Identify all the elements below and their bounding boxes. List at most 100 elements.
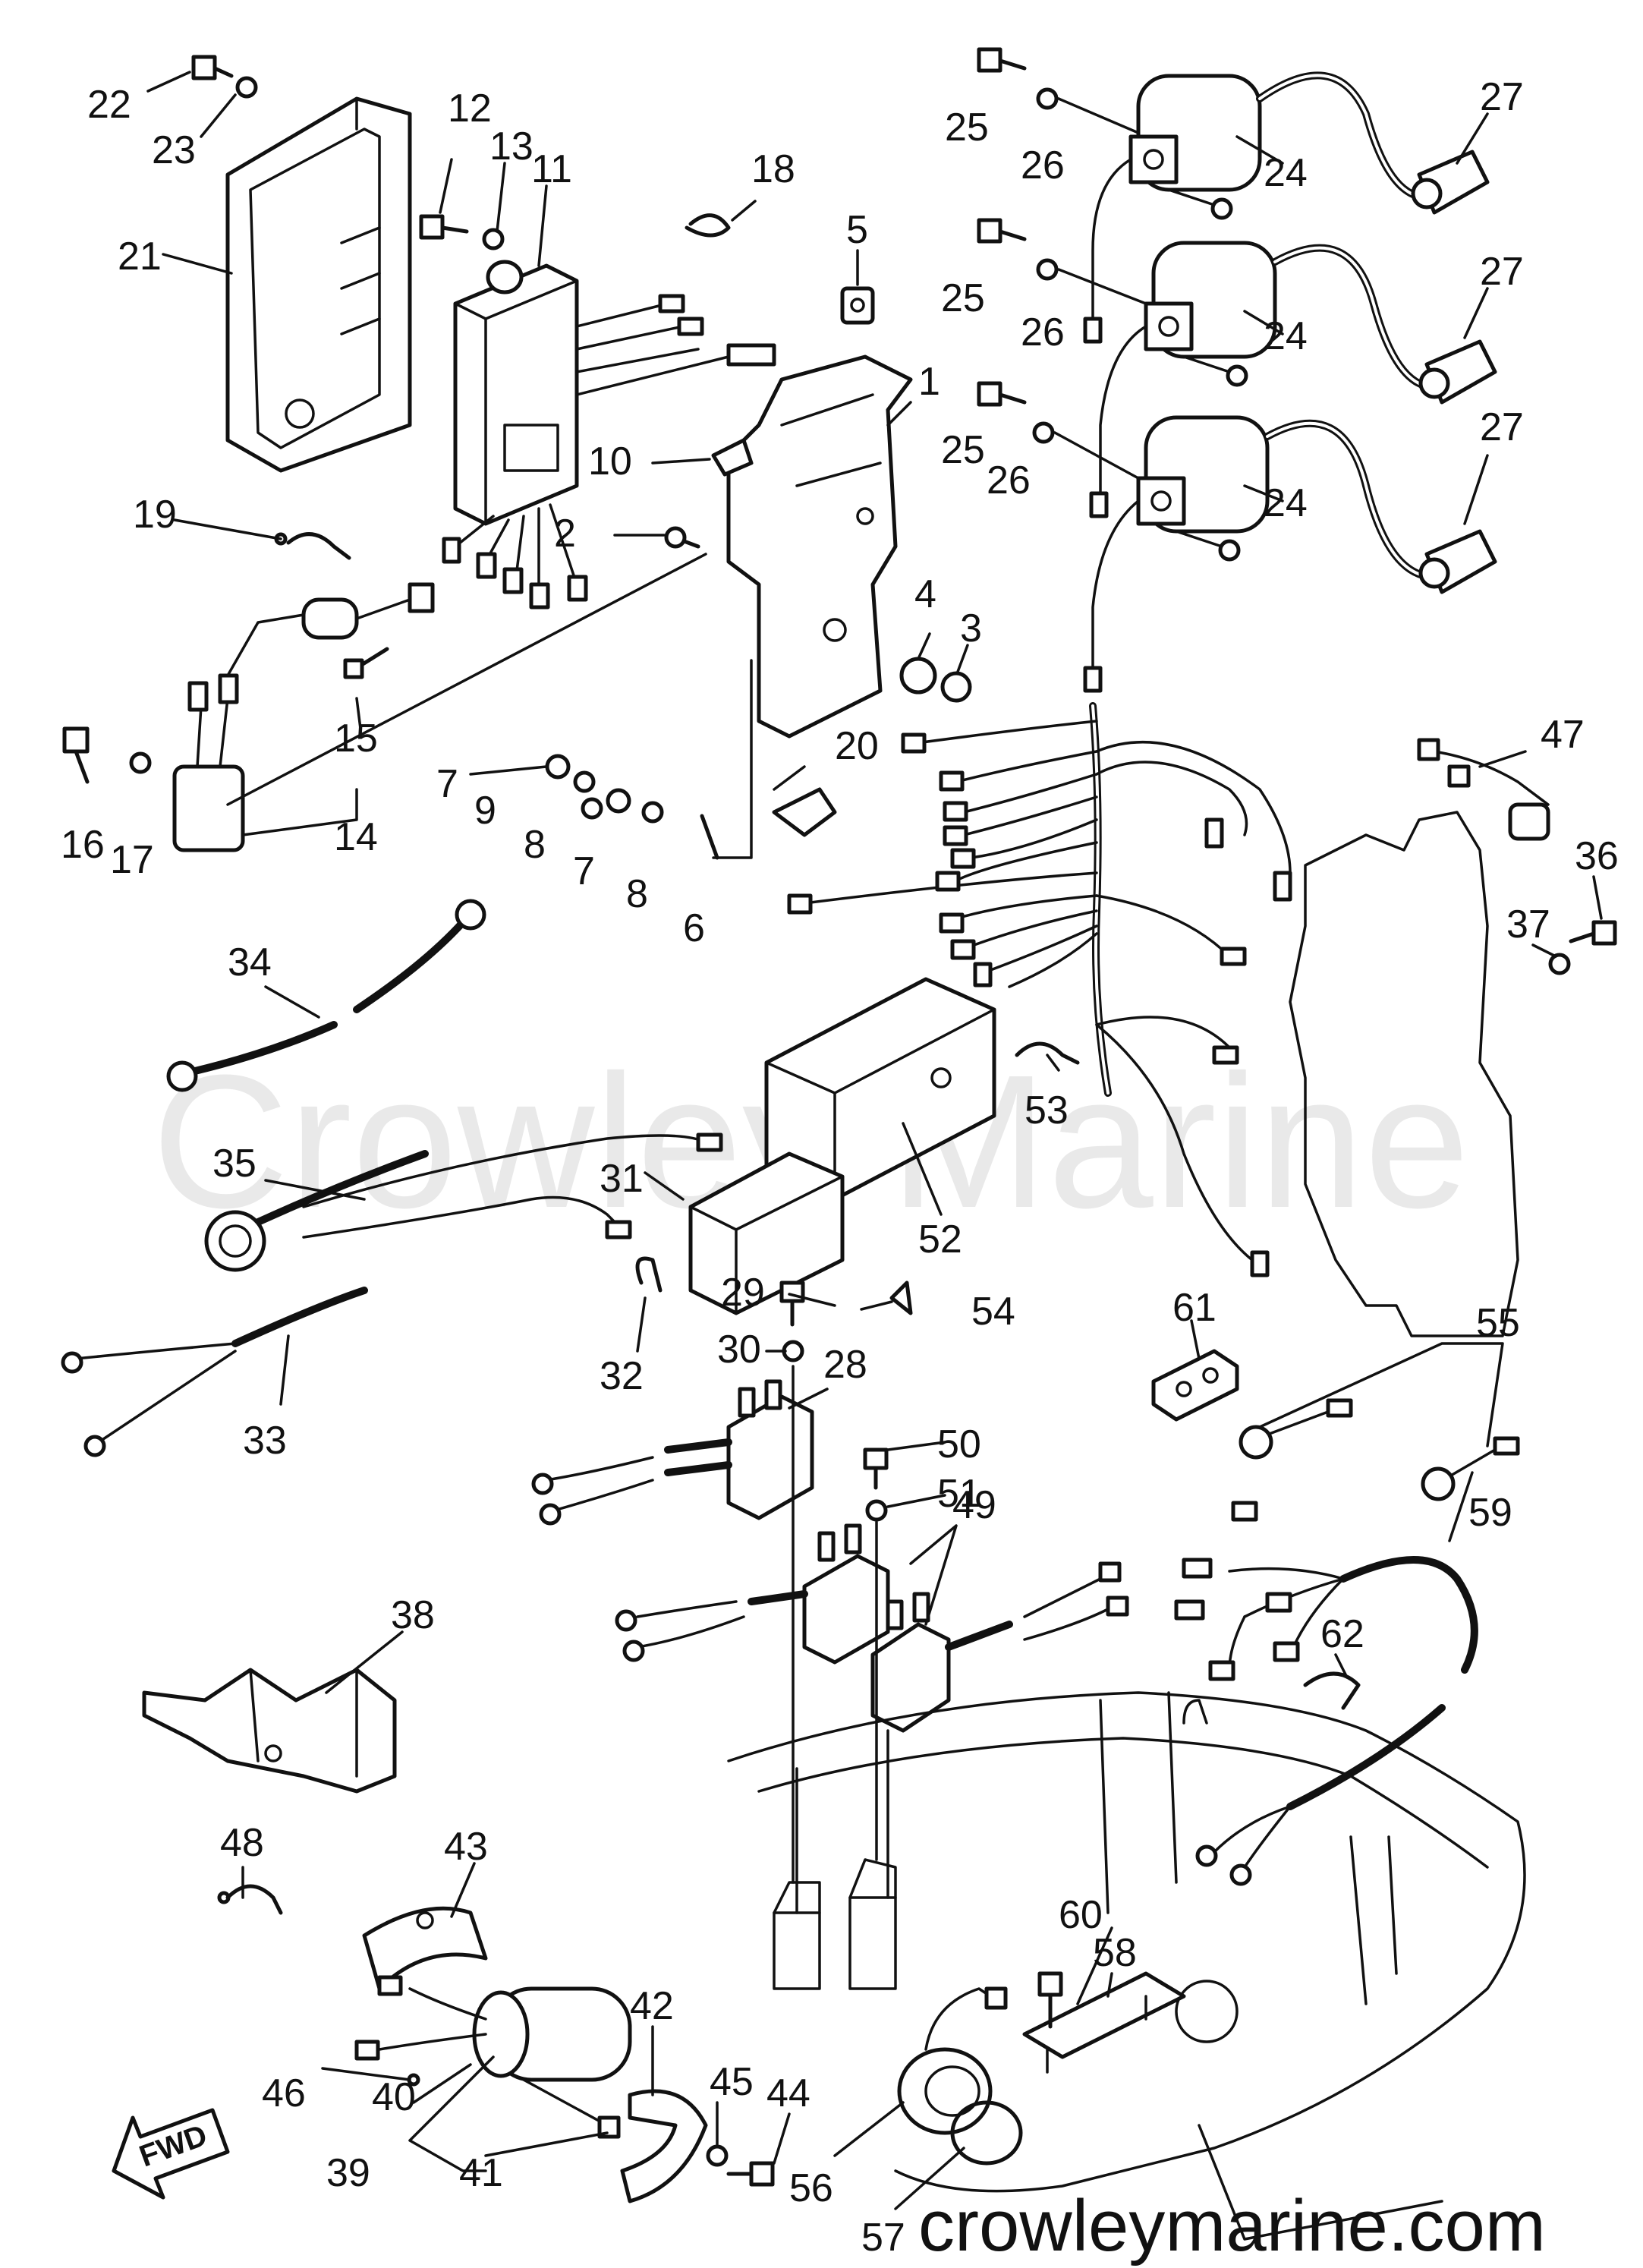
part-7-nut-b bbox=[606, 788, 631, 814]
part-15-bolt bbox=[343, 647, 389, 679]
callout-21: 21 bbox=[118, 235, 162, 279]
callout-57: 57 bbox=[861, 2216, 905, 2260]
part-43-bracket bbox=[362, 1906, 488, 1991]
part-32-clamp bbox=[635, 1256, 663, 1293]
part-55-lead-wires bbox=[1239, 1398, 1520, 1501]
part-56-indicator bbox=[897, 1986, 1008, 2135]
part-61-clamp bbox=[1151, 1349, 1239, 1422]
part-24-ignition-coil-a bbox=[1083, 71, 1431, 344]
callout-2: 2 bbox=[554, 512, 576, 556]
callout-7b: 7 bbox=[573, 849, 595, 893]
part-27-plug-cap-b bbox=[1418, 339, 1497, 405]
part-24-ignition-coil-c bbox=[1083, 415, 1438, 693]
callout-10: 10 bbox=[588, 439, 632, 484]
callout-16: 16 bbox=[61, 823, 105, 867]
part-22-bolt bbox=[191, 55, 234, 80]
callout-28: 28 bbox=[823, 1343, 867, 1387]
callout-36: 36 bbox=[1575, 834, 1619, 878]
callout-12: 12 bbox=[448, 87, 492, 131]
part-12-bolt bbox=[419, 214, 469, 240]
callout-54: 54 bbox=[971, 1290, 1015, 1334]
callout-46: 46 bbox=[262, 2071, 306, 2115]
callout-8b: 8 bbox=[626, 872, 648, 916]
callout-34: 34 bbox=[228, 940, 272, 984]
callout-4: 4 bbox=[914, 572, 936, 616]
leader-lines-left bbox=[146, 71, 969, 859]
leader-lines-lower bbox=[241, 750, 1603, 2210]
part-16-bolt bbox=[62, 726, 90, 784]
site-url-text: crowleymarine.com bbox=[918, 2185, 1546, 2266]
callout-24c: 24 bbox=[1264, 481, 1308, 525]
callout-43: 43 bbox=[444, 1825, 488, 1869]
part-17-washer bbox=[129, 751, 152, 774]
callout-51: 51 bbox=[937, 1472, 981, 1516]
part-26-washer-b bbox=[1036, 258, 1059, 281]
callout-62: 62 bbox=[1320, 1612, 1364, 1656]
callout-1: 1 bbox=[918, 360, 940, 404]
part-58-plate bbox=[1022, 1971, 1186, 2074]
part-54-clip bbox=[889, 1280, 913, 1315]
part-34-battery-cable bbox=[166, 899, 486, 1092]
part-57-o-ring bbox=[950, 2100, 1023, 2166]
callout-26c: 26 bbox=[987, 458, 1031, 502]
callout-23: 23 bbox=[152, 128, 196, 172]
callout-55: 55 bbox=[1476, 1301, 1520, 1345]
callout-26a: 26 bbox=[1021, 143, 1065, 187]
part-11-cdi-unit bbox=[442, 260, 776, 610]
callout-40: 40 bbox=[372, 2075, 416, 2119]
callout-42: 42 bbox=[630, 1984, 674, 2028]
fwd-label: FWD bbox=[135, 2118, 212, 2173]
part-53-clamp bbox=[1015, 1041, 1080, 1065]
part-3-collar bbox=[940, 671, 972, 703]
part-48-clamp bbox=[217, 1884, 283, 1915]
callout-32: 32 bbox=[600, 1354, 644, 1398]
callout-53: 53 bbox=[1025, 1088, 1069, 1132]
part-35-main-harness bbox=[204, 1132, 723, 1272]
part-49-relay-b bbox=[870, 1561, 1129, 1733]
callout-56: 56 bbox=[789, 2166, 833, 2210]
part-20-clamp bbox=[772, 787, 837, 837]
part-9-washer bbox=[573, 770, 596, 793]
callout-45: 45 bbox=[710, 2060, 754, 2104]
callout-13: 13 bbox=[489, 124, 534, 169]
part-49-relay-a bbox=[615, 1523, 890, 1665]
part-27-plug-cap-c bbox=[1418, 529, 1497, 594]
callout-27c: 27 bbox=[1480, 405, 1524, 449]
callout-9: 9 bbox=[474, 789, 496, 833]
callout-38: 38 bbox=[391, 1593, 435, 1637]
callout-17: 17 bbox=[110, 838, 154, 882]
callout-50: 50 bbox=[937, 1422, 981, 1466]
part-14-rectifier bbox=[172, 582, 435, 852]
callout-44: 44 bbox=[766, 2071, 810, 2115]
part-50-bolt bbox=[863, 1447, 889, 1490]
part-45-washer bbox=[706, 2144, 729, 2167]
part-33-extension-cable bbox=[61, 1287, 368, 1457]
callout-25a: 25 bbox=[945, 106, 989, 150]
callout-18: 18 bbox=[751, 147, 795, 191]
callout-31: 31 bbox=[600, 1157, 644, 1201]
part-39-relay bbox=[354, 1975, 632, 2139]
part-38-bracket bbox=[142, 1668, 397, 1794]
part-25-bolt-c bbox=[977, 381, 1027, 407]
callout-24b: 24 bbox=[1264, 314, 1308, 358]
callout-15: 15 bbox=[334, 717, 378, 761]
callout-37: 37 bbox=[1506, 902, 1550, 947]
part-59-harness bbox=[1174, 1501, 1478, 1886]
part-2-bolt bbox=[664, 526, 700, 549]
part-47-sensor-lead bbox=[1417, 738, 1550, 841]
part-8-washer-b bbox=[641, 801, 664, 824]
callout-35: 35 bbox=[212, 1142, 257, 1186]
callout-7a: 7 bbox=[436, 762, 458, 806]
bottom-cowling bbox=[727, 1691, 1526, 2241]
callout-49: 49 bbox=[952, 1483, 996, 1527]
callout-5: 5 bbox=[846, 208, 868, 252]
part-51-washer bbox=[865, 1499, 888, 1522]
callout-25c: 25 bbox=[941, 428, 985, 472]
part-10-clip bbox=[711, 438, 754, 477]
callout-29: 29 bbox=[721, 1271, 765, 1315]
callout-52: 52 bbox=[918, 1217, 962, 1262]
callout-25b: 25 bbox=[941, 276, 985, 320]
fwd-arrow-icon: FWD bbox=[112, 2108, 230, 2200]
part-7-nut-a bbox=[545, 754, 571, 780]
